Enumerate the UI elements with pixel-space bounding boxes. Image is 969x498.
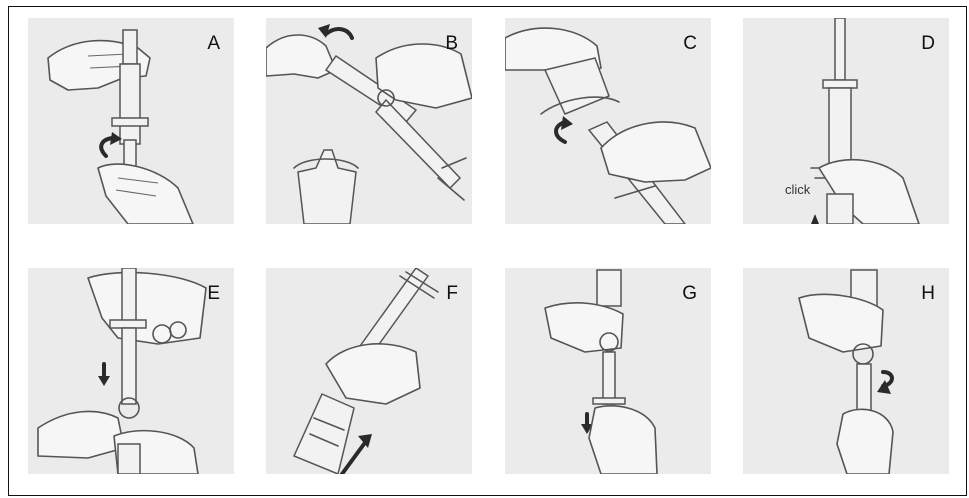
panel-label: C [683,33,697,55]
panel-g-illustration [505,268,711,474]
panel-c-illustration [505,18,711,224]
panel-label: B [445,33,458,55]
panel-f-illustration [266,268,472,474]
panel-b: B [266,18,472,224]
panel-g: G [505,268,711,474]
panel-f: F [266,268,472,474]
panel-label: A [207,33,220,55]
panel-a: A [28,18,234,224]
panel-c: C [505,18,711,224]
panel-label: E [207,283,220,305]
panel-d-illustration [743,18,949,224]
panel-d: D click [743,18,949,224]
panel-a-illustration [28,18,234,224]
panel-e-illustration [28,268,234,474]
panel-e: E [28,268,234,474]
panel-h-illustration [743,268,949,474]
panel-label: F [446,283,458,305]
panel-b-illustration [266,18,472,224]
panel-label: G [682,283,697,305]
panel-h: H [743,268,949,474]
panel-label: D [921,33,935,55]
panel-label: H [921,283,935,305]
click-annotation: click [785,182,810,197]
